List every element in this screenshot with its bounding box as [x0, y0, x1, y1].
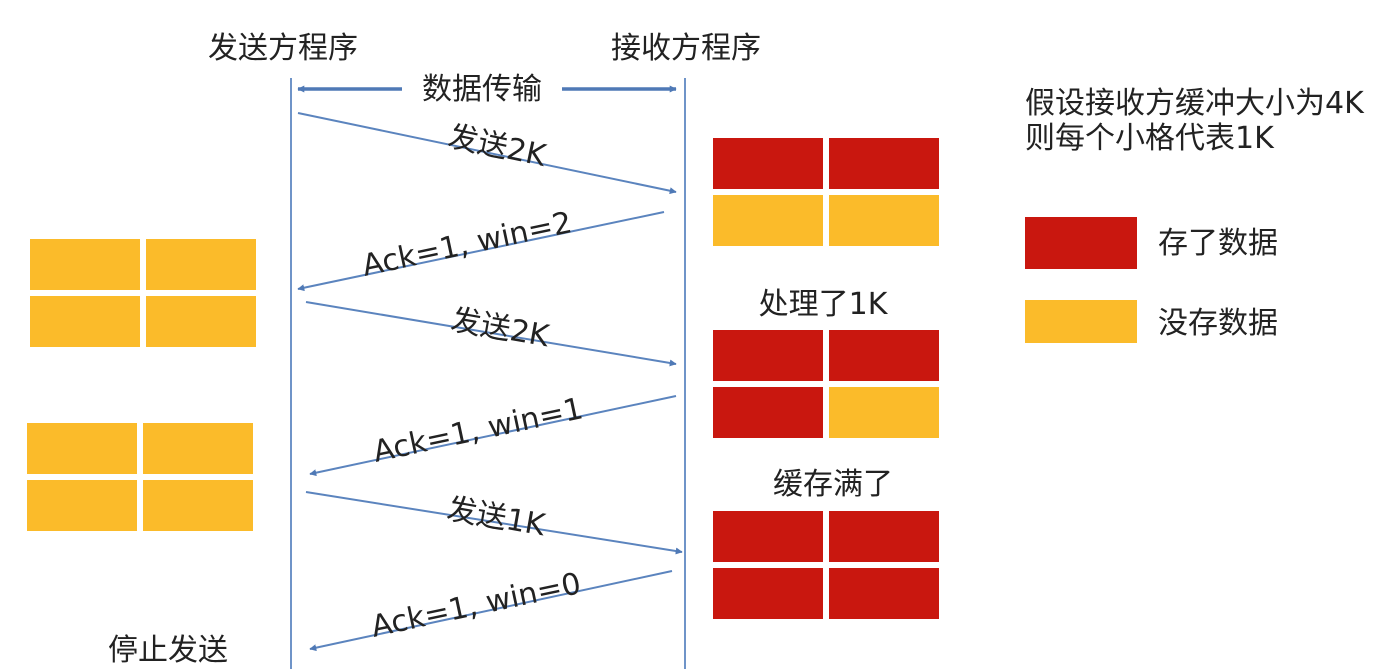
message-arrow-1 [297, 112, 677, 195]
legend-note-line2: 则每个小格代表1K [1025, 121, 1275, 156]
message-label-4: Ack=1, win=1 [370, 391, 586, 470]
message-arrow-6 [309, 570, 673, 652]
sender-buffer-1-cell-3 [30, 296, 140, 347]
sender-title: 发送方程序 [208, 31, 358, 66]
receiver-buffer-2-cell-3 [713, 387, 823, 438]
sender-buffer-2-cell-1 [27, 423, 137, 474]
receiver-buffer-3-cell-1 [713, 511, 823, 562]
receiver-buffer-3-cell-2 [829, 511, 939, 562]
sender-buffer-1-cell-1 [30, 239, 140, 290]
receiver-buffer-2-cell-2 [829, 330, 939, 381]
receiver-buffer-1-cell-3 [713, 195, 823, 246]
message-label-2: Ack=1, win=2 [359, 205, 575, 284]
receiver-caption-2: 处理了1K [759, 287, 889, 322]
sender-buffer-2-cell-4 [143, 480, 253, 531]
stop-sending-label: 停止发送 [108, 633, 228, 668]
receiver-buffer-1-cell-2 [829, 138, 939, 189]
message-label-3: 发送2K [448, 303, 553, 355]
legend-swatch-filled [1025, 217, 1137, 269]
sender-buffer-1-cell-4 [146, 296, 256, 347]
sender-buffer-1-cell-2 [146, 239, 256, 290]
message-arrow-4 [309, 395, 677, 477]
buffer-grids [27, 138, 939, 619]
receiver-title: 接收方程序 [611, 31, 761, 66]
receiver-caption-3: 缓存满了 [773, 467, 893, 502]
transfer-label: 数据传输 [422, 72, 542, 107]
receiver-buffer-3-cell-3 [713, 568, 823, 619]
message-arrow-5 [305, 491, 683, 555]
receiver-buffer-1-cell-4 [829, 195, 939, 246]
receiver-buffer-2-cell-4 [829, 387, 939, 438]
sender-buffer-2-cell-3 [27, 480, 137, 531]
message-label-5: 发送1K [444, 492, 549, 544]
message-label-6: Ack=1, win=0 [368, 566, 584, 645]
message-arrow-3 [305, 301, 677, 367]
receiver-buffer-1-cell-1 [713, 138, 823, 189]
legend-swatch-empty [1025, 300, 1137, 343]
message-arrow-2 [297, 211, 665, 292]
sender-buffer-2-cell-2 [143, 423, 253, 474]
receiver-buffer-2-cell-1 [713, 330, 823, 381]
legend-note-line1: 假设接收方缓冲大小为4K [1025, 86, 1365, 121]
legend-label-empty: 没存数据 [1158, 306, 1278, 341]
receiver-buffer-3-cell-4 [829, 568, 939, 619]
legend-label-filled: 存了数据 [1158, 226, 1278, 261]
message-label-1: 发送2K [445, 119, 550, 174]
